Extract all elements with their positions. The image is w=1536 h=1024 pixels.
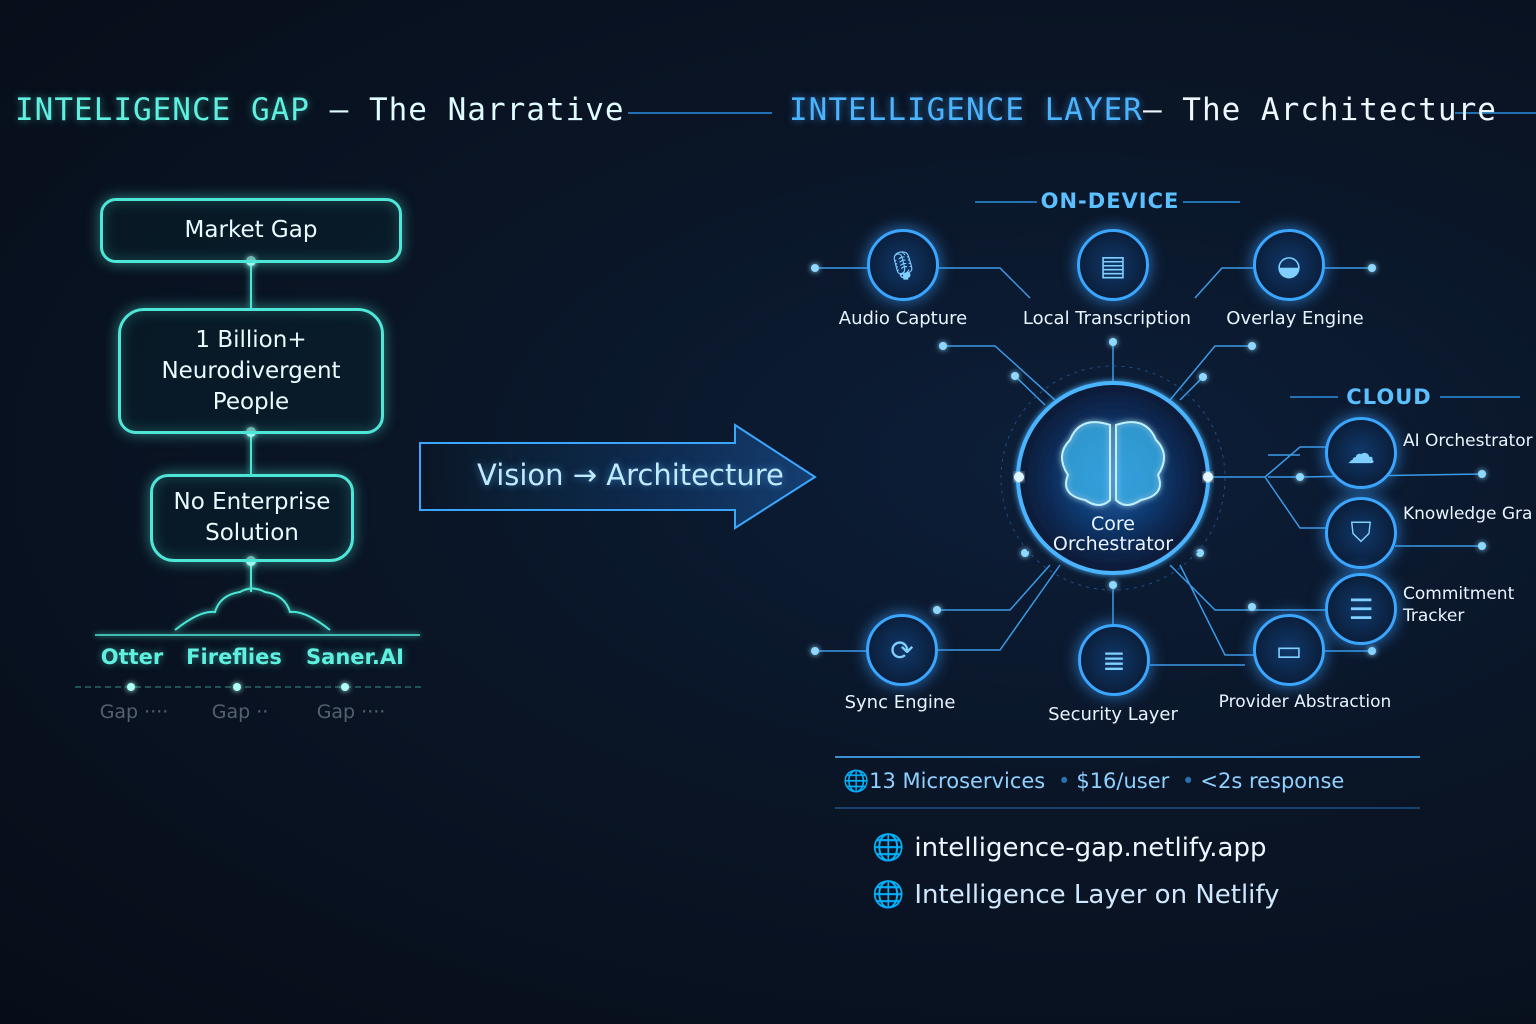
core-label: Core Orchestrator <box>1052 513 1174 555</box>
globe-icon: 🌐 <box>843 769 870 793</box>
narrative-title: INTELIGENCE GAP — The Narrative <box>15 92 625 128</box>
network-icon: ☁ <box>1325 417 1397 489</box>
sync-icon: ⟳ <box>866 614 938 686</box>
shield-heart-icon: ⛉ <box>1325 497 1397 569</box>
layers-icon: ◒ <box>1253 229 1325 301</box>
competitor-otter: Otter <box>100 645 164 669</box>
node-provider-abstraction: Provider Abstraction <box>1218 692 1392 712</box>
stat-response: <2s response <box>1200 769 1345 793</box>
title-rest: — The Narrative <box>329 92 625 128</box>
stat-price: $16/user <box>1076 769 1170 793</box>
architecture-title: INTELLIGENCE LAYER– The Architecture <box>789 92 1497 128</box>
cloud-icon <box>174 587 331 631</box>
step-no-enterprise-solution: No Enterprise Solution <box>150 474 354 562</box>
competitor-gap: Gap ···· <box>316 701 386 723</box>
stack-icon: ☰ <box>1325 573 1397 645</box>
on-device-label: ON-DEVICE <box>1040 189 1180 213</box>
node-overlay-engine: Overlay Engine <box>1226 308 1364 329</box>
step-neurodivergent-people: 1 Billion+ Neurodivergent People <box>118 308 384 434</box>
step-label: Market Gap <box>184 217 318 243</box>
monitor-icon: ▭ <box>1253 614 1325 686</box>
node-knowledge-graph: Knowledge Gra <box>1403 504 1533 524</box>
step-label: No Enterprise Solution <box>173 489 331 546</box>
stats-bar: 🌐13 Microservices •$16/user •<2s respons… <box>843 769 1345 793</box>
competitor-fireflies: Fireflies <box>186 645 282 669</box>
transition-arrow <box>419 423 817 530</box>
title-accent: INTELLIGENCE LAYER <box>789 92 1143 128</box>
link-app[interactable]: 🌐 intelligence-gap.netlify.app <box>872 833 1267 863</box>
title-accent: INTELIGENCE GAP <box>15 92 310 128</box>
link-layer-text[interactable]: Intelligence Layer on Netlify <box>914 880 1280 910</box>
database-icon: ≣ <box>1078 624 1150 696</box>
link-app-text[interactable]: intelligence-gap.netlify.app <box>914 833 1267 863</box>
node-sync-engine: Sync Engine <box>844 692 956 713</box>
node-commitment-tracker: Commitment Tracker <box>1403 584 1515 626</box>
globe-icon: 🌐 <box>872 880 905 910</box>
node-ai-orchestrator: AI Orchestrator <box>1403 431 1533 451</box>
node-local-transcription: Local Transcription <box>1022 308 1192 329</box>
competitor-saner-ai: Saner.AI <box>306 645 404 669</box>
title-rest: – The Architecture <box>1142 92 1497 128</box>
competitor-gap: Gap ·· <box>211 701 269 723</box>
globe-icon: 🌐 <box>872 833 905 863</box>
node-audio-capture: Audio Capture <box>838 308 968 329</box>
stat-microservices: 13 Microservices <box>869 769 1046 793</box>
cloud-label: CLOUD <box>1346 385 1432 409</box>
competitor-gap: Gap ···· <box>99 701 169 723</box>
node-security-layer: Security Layer <box>1048 704 1178 725</box>
microphone-icon: 🎙 <box>867 229 939 301</box>
step-label: 1 Billion+ Neurodivergent People <box>161 326 341 415</box>
transition-label: Vision → Architecture <box>477 458 784 492</box>
step-market-gap: Market Gap <box>100 198 402 263</box>
link-layer[interactable]: 🌐 Intelligence Layer on Netlify <box>872 880 1280 910</box>
brain-icon <box>1061 421 1165 506</box>
document-icon: ▤ <box>1077 229 1149 301</box>
